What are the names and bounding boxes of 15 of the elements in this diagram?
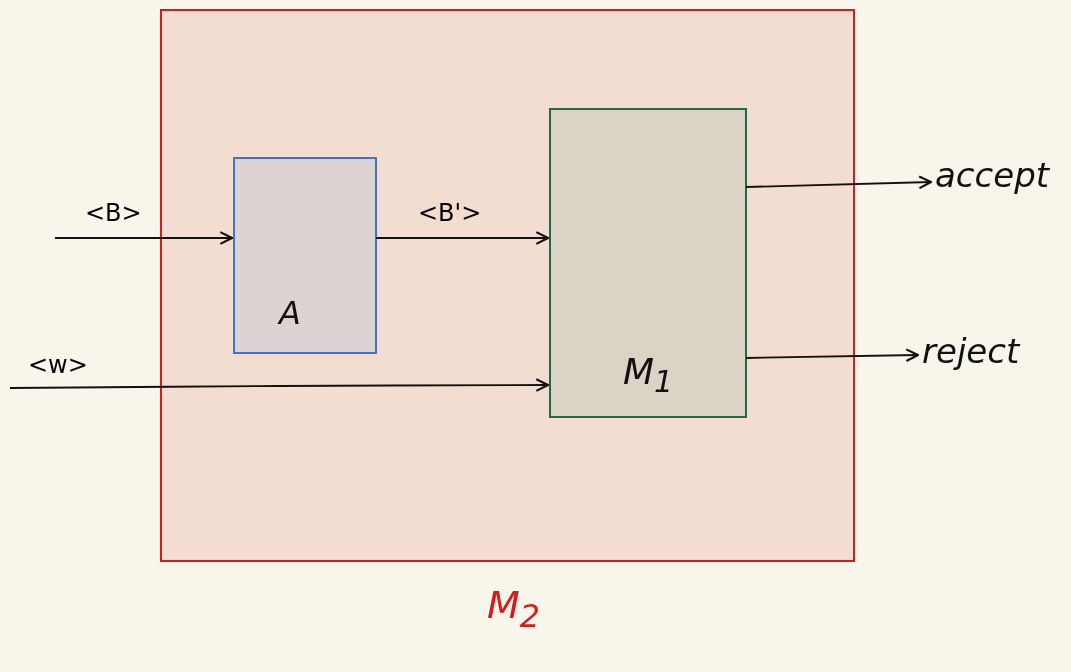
output-label: accept xyxy=(935,158,1050,192)
arrow xyxy=(9,378,550,392)
arrow xyxy=(375,231,550,245)
machine-box xyxy=(233,157,377,354)
edge-label: <B> xyxy=(84,200,143,226)
machine-box xyxy=(549,108,747,418)
machine-label: A xyxy=(279,297,301,329)
edge-label: <w> xyxy=(27,352,89,378)
edge-label: <B'> xyxy=(417,200,483,226)
machine-label: M$_{1}$ xyxy=(623,354,674,398)
arrow xyxy=(54,231,234,245)
arrow xyxy=(745,348,920,363)
machine-label: M$_{2}$ xyxy=(487,586,540,633)
output-label: reject xyxy=(922,334,1020,368)
arrow xyxy=(745,175,933,190)
